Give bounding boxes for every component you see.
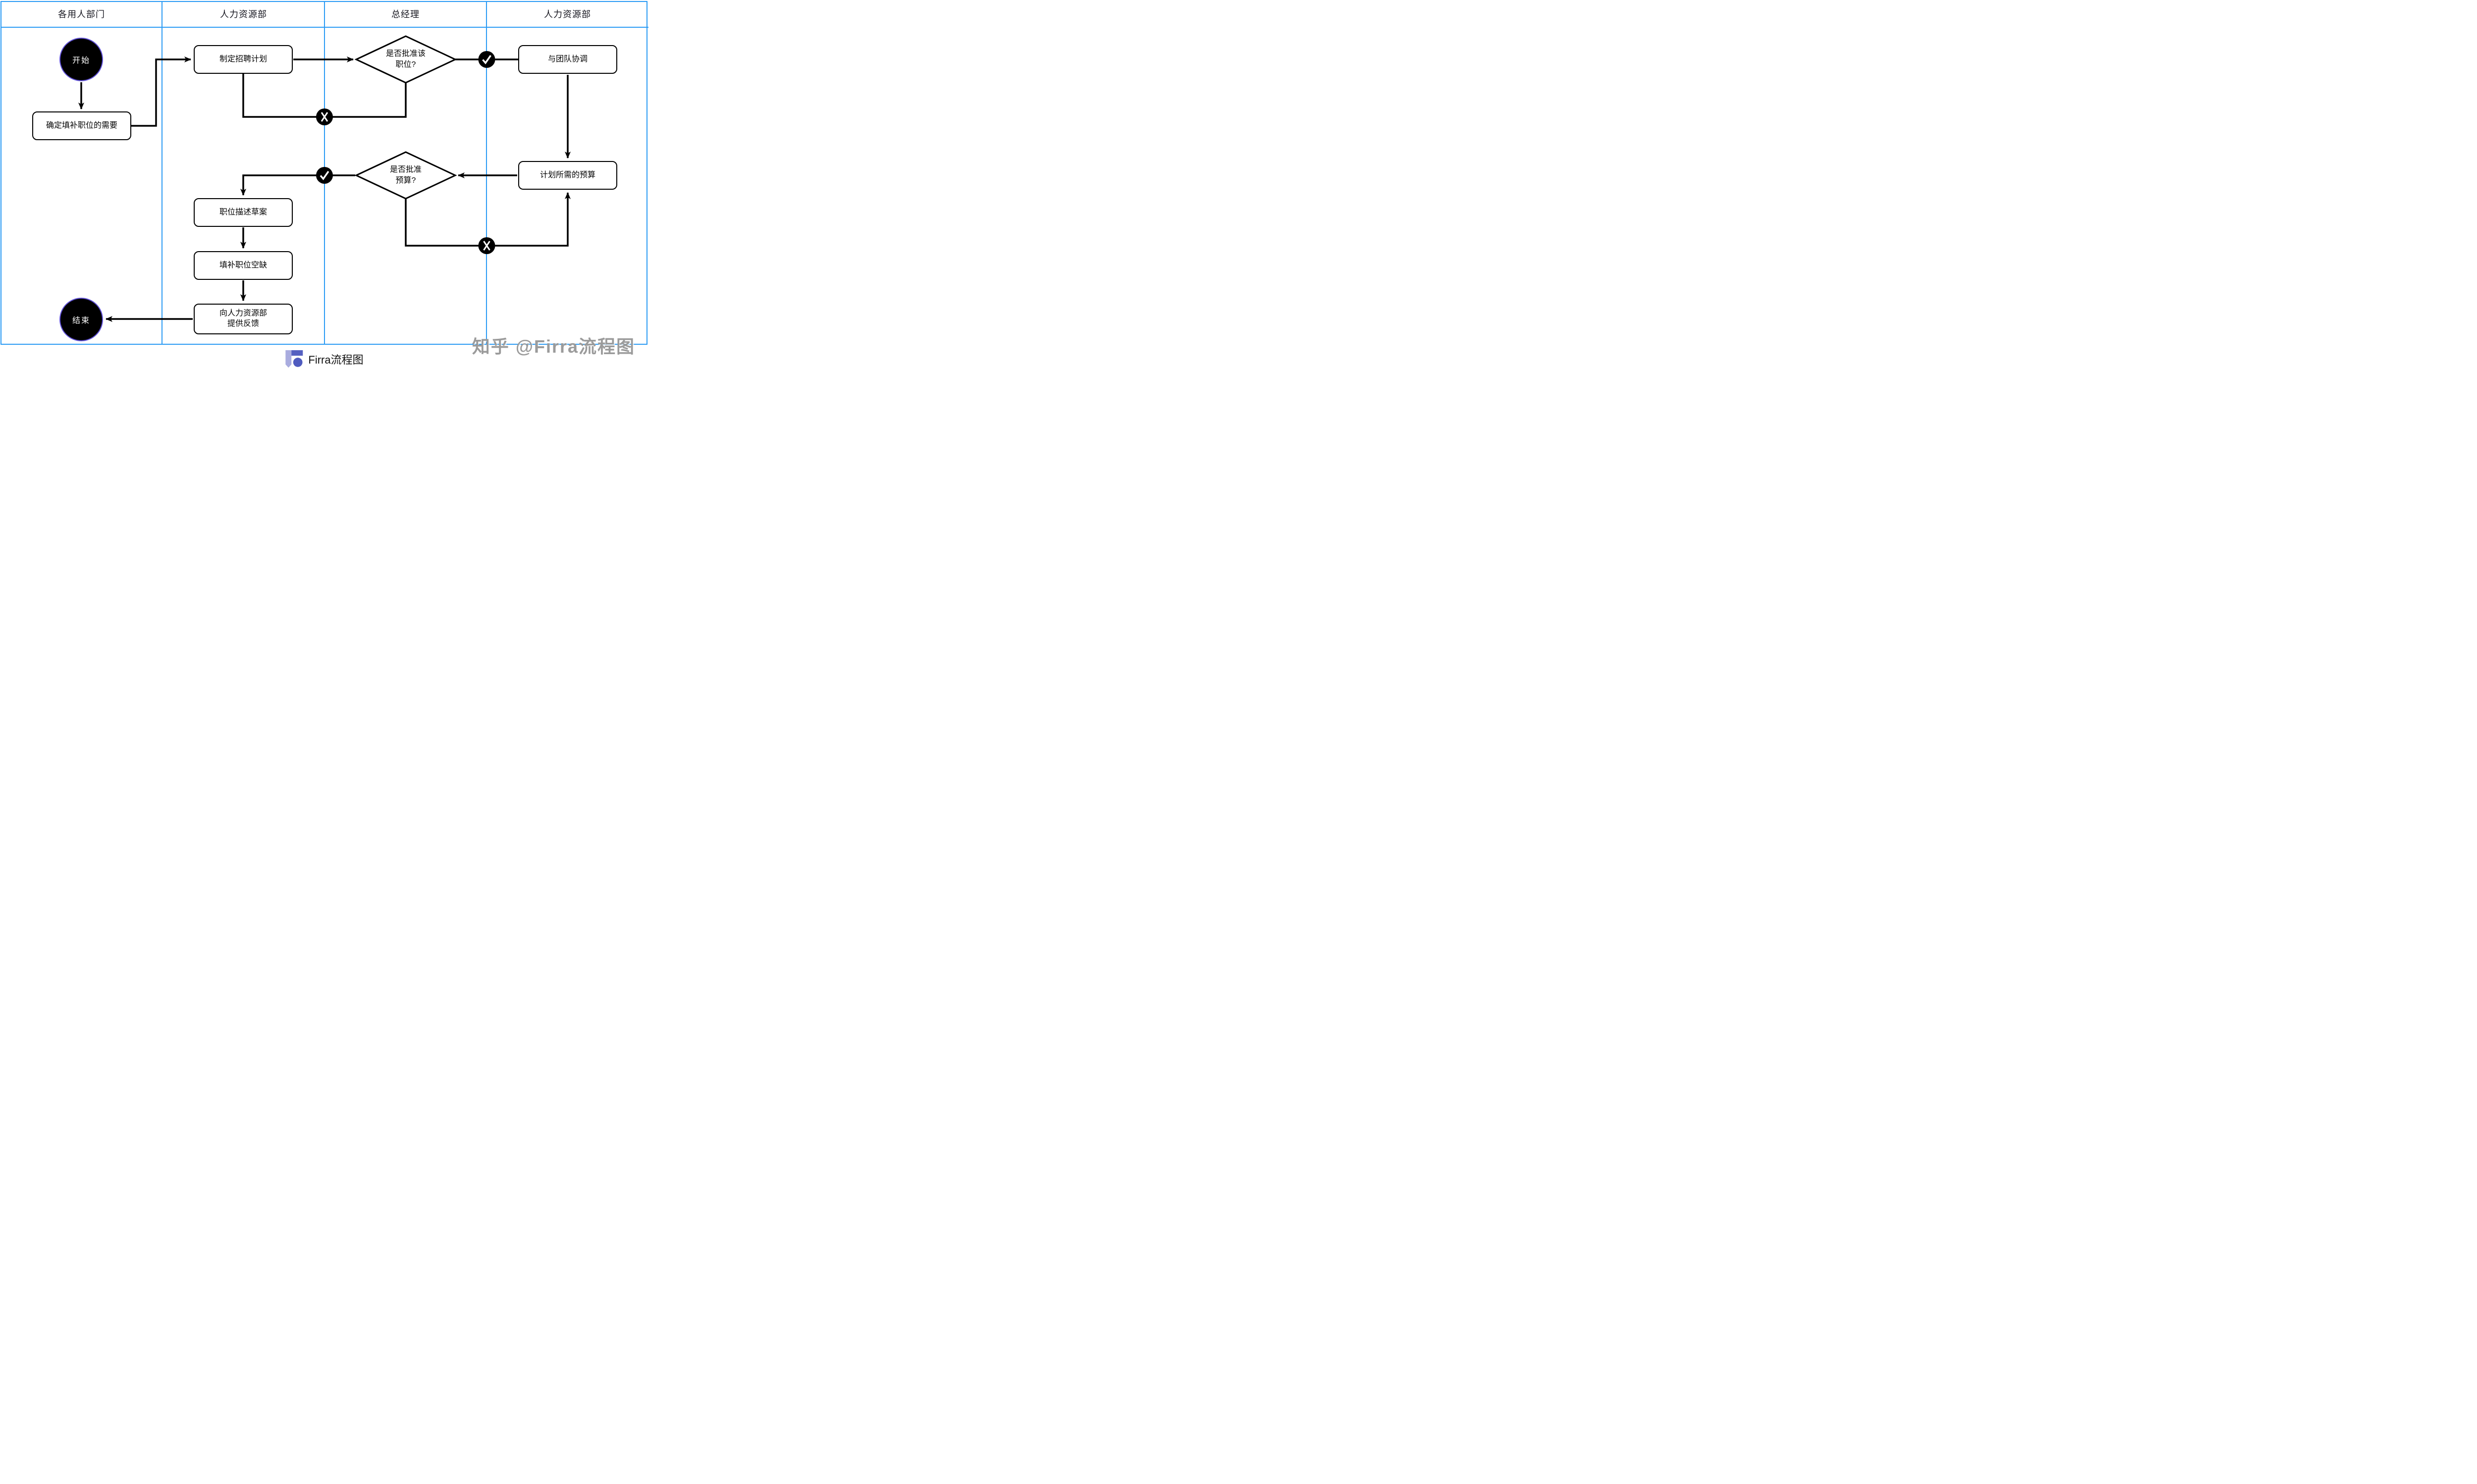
page: 各用人部门 人力资源部 总经理 人力资源部 bbox=[0, 0, 649, 371]
approve-position-cross-icon bbox=[316, 108, 333, 125]
approve-position-check-icon bbox=[478, 51, 495, 68]
node-coordinate-team: 与团队协调 bbox=[518, 45, 617, 74]
edge-determine-need-to-create-plan bbox=[131, 56, 191, 127]
node-approve-budget-label: 是否批准 预算? bbox=[389, 165, 422, 185]
cross-glyph bbox=[321, 112, 328, 122]
check-glyph bbox=[482, 54, 491, 64]
node-create-plan: 制定招聘计划 bbox=[194, 45, 293, 74]
node-approve-position-label: 是否批准该 职位? bbox=[385, 49, 426, 69]
cross-glyph bbox=[483, 241, 490, 251]
lane-header-divider bbox=[0, 27, 648, 28]
logo-square-shape bbox=[291, 350, 303, 356]
node-determine-need: 确定填补职位的需要 bbox=[32, 111, 131, 140]
lane-header-hiring-departments: 各用人部门 bbox=[58, 9, 105, 19]
node-end: 结束 bbox=[59, 298, 103, 341]
approve-budget-check-icon bbox=[316, 167, 333, 184]
node-give-feedback: 向人力资源部 提供反馈 bbox=[194, 304, 293, 334]
footer-brand: Firra流程图 bbox=[0, 347, 649, 371]
node-start: 开始 bbox=[59, 38, 103, 81]
logo-circle-shape bbox=[293, 358, 303, 367]
node-draft-description: 职位描述草案 bbox=[194, 198, 293, 227]
lane-header-general-manager: 总经理 bbox=[391, 9, 420, 19]
edge-approve-budget-yes-to-draft-description bbox=[240, 174, 355, 196]
node-plan-budget: 计划所需的预算 bbox=[518, 161, 617, 190]
check-marker-circle bbox=[478, 51, 495, 68]
check-marker-circle bbox=[316, 167, 333, 184]
lane-header-hr-first: 人力资源部 bbox=[220, 9, 267, 19]
footer-brand-text: Firra流程图 bbox=[308, 354, 364, 366]
approve-budget-cross-icon bbox=[478, 237, 495, 254]
zhihu-watermark: 知乎 @Firra流程图 bbox=[472, 336, 635, 357]
flow-connectors bbox=[78, 35, 571, 322]
check-glyph bbox=[320, 170, 329, 180]
node-fill-vacancy: 填补职位空缺 bbox=[194, 251, 293, 280]
node-approve-position-diamond bbox=[354, 35, 457, 84]
lane-divider-3 bbox=[486, 1, 487, 345]
node-approve-budget-diamond bbox=[354, 151, 457, 200]
lane-header-hr-second: 人力资源部 bbox=[544, 9, 591, 19]
firra-logo-icon bbox=[285, 350, 303, 368]
logo-bookmark-shape bbox=[285, 350, 292, 368]
